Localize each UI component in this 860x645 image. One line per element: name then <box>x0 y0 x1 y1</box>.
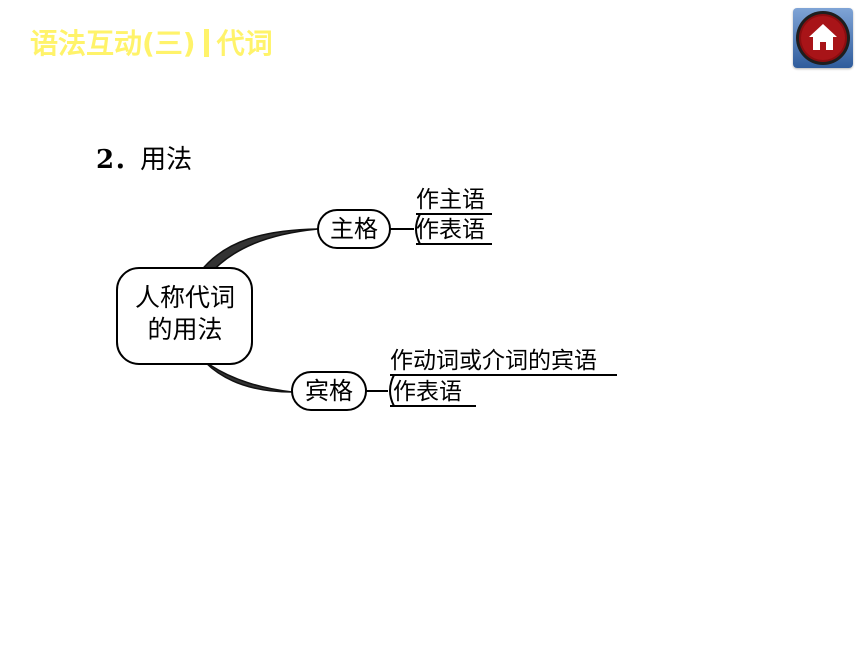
root-node-box <box>116 267 253 365</box>
header-title-topic: 代词 <box>216 27 273 60</box>
home-button[interactable] <box>793 8 853 68</box>
objective-leaf-predicative: 作表语 <box>393 379 462 405</box>
header-title-main: 语法互动(三) <box>30 27 196 60</box>
nominative-leaf-subject: 作主语 <box>416 187 485 213</box>
objective-leaf-object: 作动词或介词的宾语 <box>390 348 597 374</box>
header-title: 语法互动(三) 代词 <box>30 24 273 64</box>
connector-root-to-objective <box>204 361 293 393</box>
root-node-line2: 的用法 <box>147 315 223 344</box>
nominative-leaf-predicative: 作表语 <box>416 217 485 243</box>
section-title: 用法 <box>140 145 193 175</box>
nominative-node-label: 主格 <box>330 215 378 243</box>
root-node-label: 人称代词 的用法 <box>118 282 252 346</box>
nominative-bracket <box>415 213 421 245</box>
header-title-separator <box>203 29 209 57</box>
section-heading: 2．用法 <box>96 144 192 176</box>
section-number: 2． <box>96 145 141 175</box>
root-node-line1: 人称代词 <box>134 283 235 312</box>
home-icon <box>796 11 850 65</box>
objective-bracket <box>389 374 395 407</box>
objective-node-label: 宾格 <box>305 377 353 405</box>
